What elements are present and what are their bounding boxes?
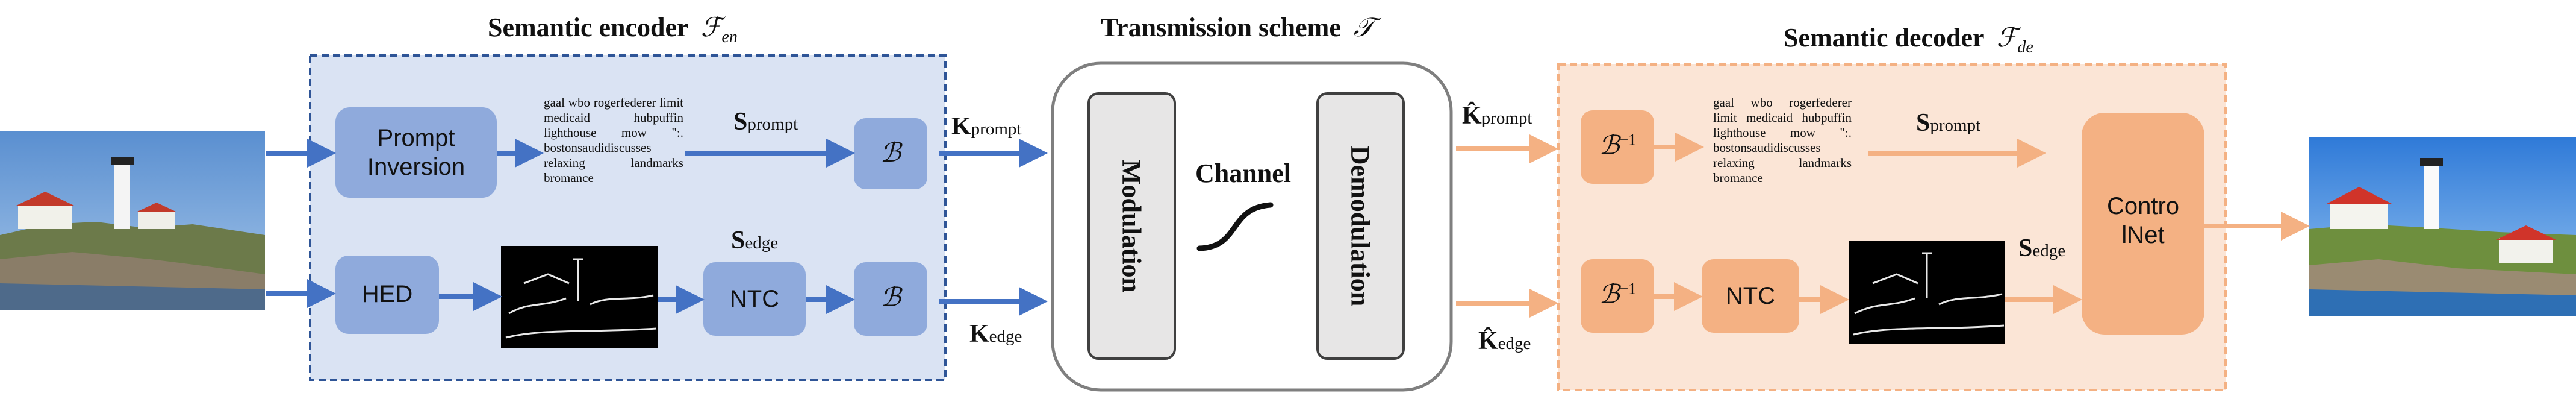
encoder-title: Semantic encoder ℱen	[488, 13, 738, 46]
encoder-ntc-label: NTC	[729, 286, 780, 312]
encoder-s-edge: Sedge	[731, 227, 779, 254]
k-prompt-label: Kprompt	[951, 113, 1022, 140]
controlnet-box	[2082, 113, 2204, 335]
decoder-symbol: ℱde	[1996, 23, 2033, 57]
encoder-binarizer-prompt-label: ℬ	[880, 138, 901, 168]
encoder-prompt-words: gaal wbo rogerfederer limit medicaid hub…	[544, 95, 683, 185]
khat-prompt-label: K̂prompt	[1462, 102, 1532, 130]
decoder-ntc-label: NTC	[1725, 283, 1776, 309]
decoder-s-edge: Sedge	[2018, 234, 2066, 262]
hed-label: HED	[361, 281, 413, 307]
channel-curve	[1196, 202, 1274, 251]
output-image	[2309, 137, 2576, 316]
hed-box	[335, 256, 439, 334]
encoder-symbol: ℱen	[700, 13, 738, 46]
decoder-edge-map	[1849, 241, 2005, 344]
demodulation-label: Demodulation	[1345, 145, 1375, 307]
demodulation-box	[1316, 92, 1405, 360]
k-edge-label: Kedge	[969, 320, 1022, 348]
decoder-prompt-words: gaal wbo rogerfederer limit medicaid hub…	[1713, 95, 1852, 185]
decoder-binarizer-inv-edge-label: ℬ−1	[1598, 280, 1637, 309]
transmission-title: Transmission scheme 𝒯	[1101, 13, 1374, 42]
prompt-inversion-box	[335, 107, 497, 198]
decoder-binarizer-inv-edge-box	[1581, 259, 1654, 333]
encoder-binarizer-prompt-box	[854, 118, 927, 189]
prompt-inversion-label: Prompt Inversion	[367, 125, 465, 180]
encoder-ntc-box	[703, 262, 806, 336]
decoder-binarizer-inv-prompt-box	[1581, 110, 1654, 184]
decoder-ntc-box	[1702, 259, 1799, 333]
controlnet-label: Contro lNet	[2106, 193, 2180, 248]
encoder-edge-map	[501, 246, 658, 348]
encoder-binarizer-edge-label: ℬ	[880, 283, 901, 312]
encoder-binarizer-edge-box	[854, 262, 927, 336]
decoder-s-prompt: Sprompt	[1916, 109, 1981, 137]
modulation-label: Modulation	[1116, 159, 1146, 293]
channel-label: Channel	[1195, 159, 1291, 188]
khat-edge-label: K̂edge	[1478, 327, 1531, 355]
input-image	[0, 131, 265, 310]
encoder-s-prompt: Sprompt	[733, 108, 798, 136]
modulation-box	[1087, 92, 1176, 360]
transmission-symbol: 𝒯	[1353, 13, 1374, 42]
decoder-binarizer-inv-prompt-label: ℬ−1	[1598, 131, 1637, 160]
decoder-title: Semantic decoder ℱde	[1784, 23, 2033, 57]
